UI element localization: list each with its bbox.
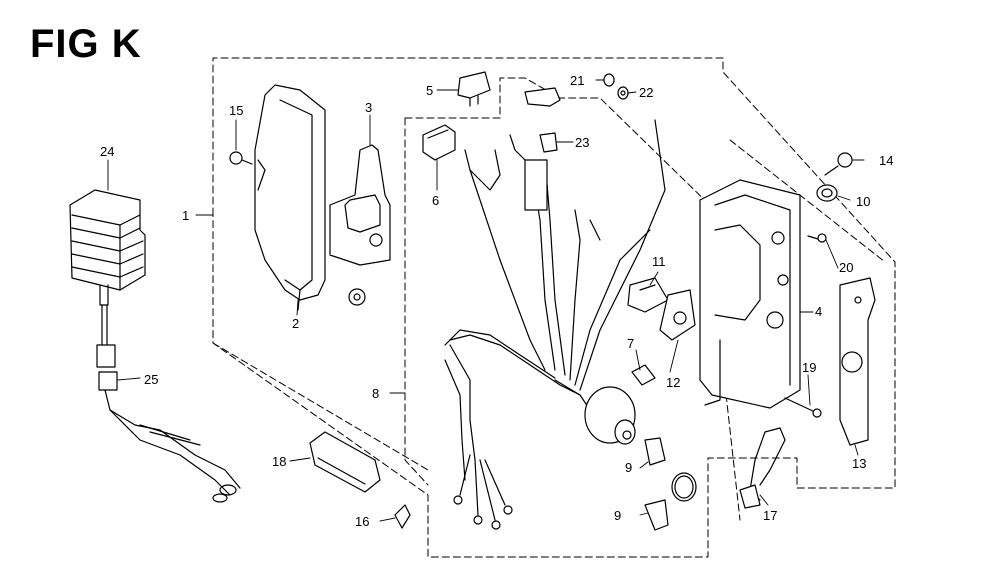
callout-9a: 9 (625, 460, 632, 475)
bolt-part-19 (784, 397, 822, 418)
nut-part (348, 288, 366, 306)
callout-4: 4 (815, 304, 822, 319)
clip-part-9a (644, 437, 666, 466)
leader-lines (107, 79, 865, 522)
connector-part-6 (422, 124, 456, 161)
clip-part-9b (644, 499, 669, 531)
callout-25: 25 (144, 372, 158, 387)
callout-11: 11 (652, 254, 666, 269)
figure-title: FIG K (30, 22, 142, 66)
callout-20: 20 (839, 260, 853, 275)
callout-8: 8 (372, 386, 379, 401)
switch-part-12 (659, 289, 696, 341)
relay-part-5 (457, 71, 491, 107)
assembly-boundary (212, 57, 896, 558)
switch-part-11 (627, 277, 669, 313)
cable-tie-part-17 (739, 427, 786, 509)
callout-3: 3 (365, 100, 372, 115)
control-box-cover-part (254, 84, 326, 311)
callout-14: 14 (879, 153, 893, 168)
callout-24: 24 (100, 144, 114, 159)
bracket-part (329, 144, 391, 266)
clip-part-7 (631, 364, 656, 386)
screw-part-20 (807, 233, 827, 243)
callout-21: 21 (570, 73, 584, 88)
clip-part-16 (394, 504, 411, 529)
bolt-part-14 (824, 152, 853, 176)
callout-9b: 9 (614, 508, 621, 523)
screw-part-15 (229, 151, 253, 165)
callout-5: 5 (426, 83, 433, 98)
nut-part-21 (603, 73, 615, 87)
callout-22: 22 (639, 85, 653, 100)
fuse-cover-part (524, 87, 561, 107)
callout-10: 10 (856, 194, 870, 209)
callout-19: 19 (802, 360, 816, 375)
callout-23: 23 (575, 135, 589, 150)
ignition-switch-part (584, 386, 636, 445)
grommet-part-10 (816, 184, 838, 202)
plate-part-13 (839, 277, 876, 446)
callout-6: 6 (432, 193, 439, 208)
washer-part-22 (617, 86, 629, 100)
callout-18: 18 (272, 454, 286, 469)
callout-1: 1 (182, 208, 189, 223)
callout-7: 7 (627, 336, 634, 351)
callout-labels: 1 2 3 4 5 6 7 8 9 9 10 11 12 13 14 15 16… (100, 73, 893, 529)
callout-16: 16 (355, 514, 369, 529)
callout-17: 17 (763, 508, 777, 523)
callout-2: 2 (292, 316, 299, 331)
callout-13: 13 (852, 456, 866, 471)
pad-part-18 (309, 431, 381, 493)
fuse-part-23 (539, 132, 558, 153)
wire-harness-part (444, 119, 666, 530)
callout-12: 12 (666, 375, 680, 390)
seal-ring-part (671, 472, 697, 502)
callout-15: 15 (229, 103, 243, 118)
regulator-rectifier-part (69, 189, 241, 503)
control-box-panel-part (699, 179, 801, 409)
